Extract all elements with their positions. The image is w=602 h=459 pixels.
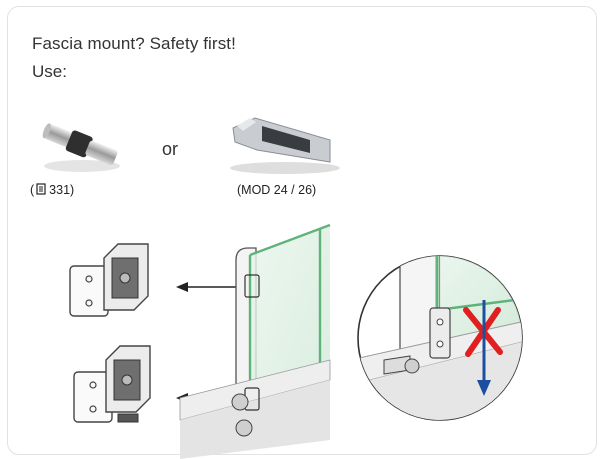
option1-caption: (331)	[30, 183, 74, 197]
clamp-lower-parts	[73, 345, 151, 423]
manual-page-icon	[36, 183, 46, 195]
railing-panel	[179, 223, 331, 459]
detail-circle	[357, 255, 523, 421]
caption-number: 331	[49, 183, 71, 197]
caption-close: )	[70, 183, 75, 197]
heading: Fascia mount? Safety first!	[32, 34, 236, 53]
clip-module-icon	[230, 117, 340, 174]
or-label: or	[162, 139, 179, 159]
clamp-upper-parts	[69, 243, 149, 317]
bolt-icon	[42, 123, 120, 172]
down-arrow-icon	[477, 300, 491, 396]
use-label: Use:	[32, 62, 67, 81]
caption-open: (	[30, 183, 35, 197]
option2-caption: (MOD 24 / 26)	[237, 183, 317, 197]
